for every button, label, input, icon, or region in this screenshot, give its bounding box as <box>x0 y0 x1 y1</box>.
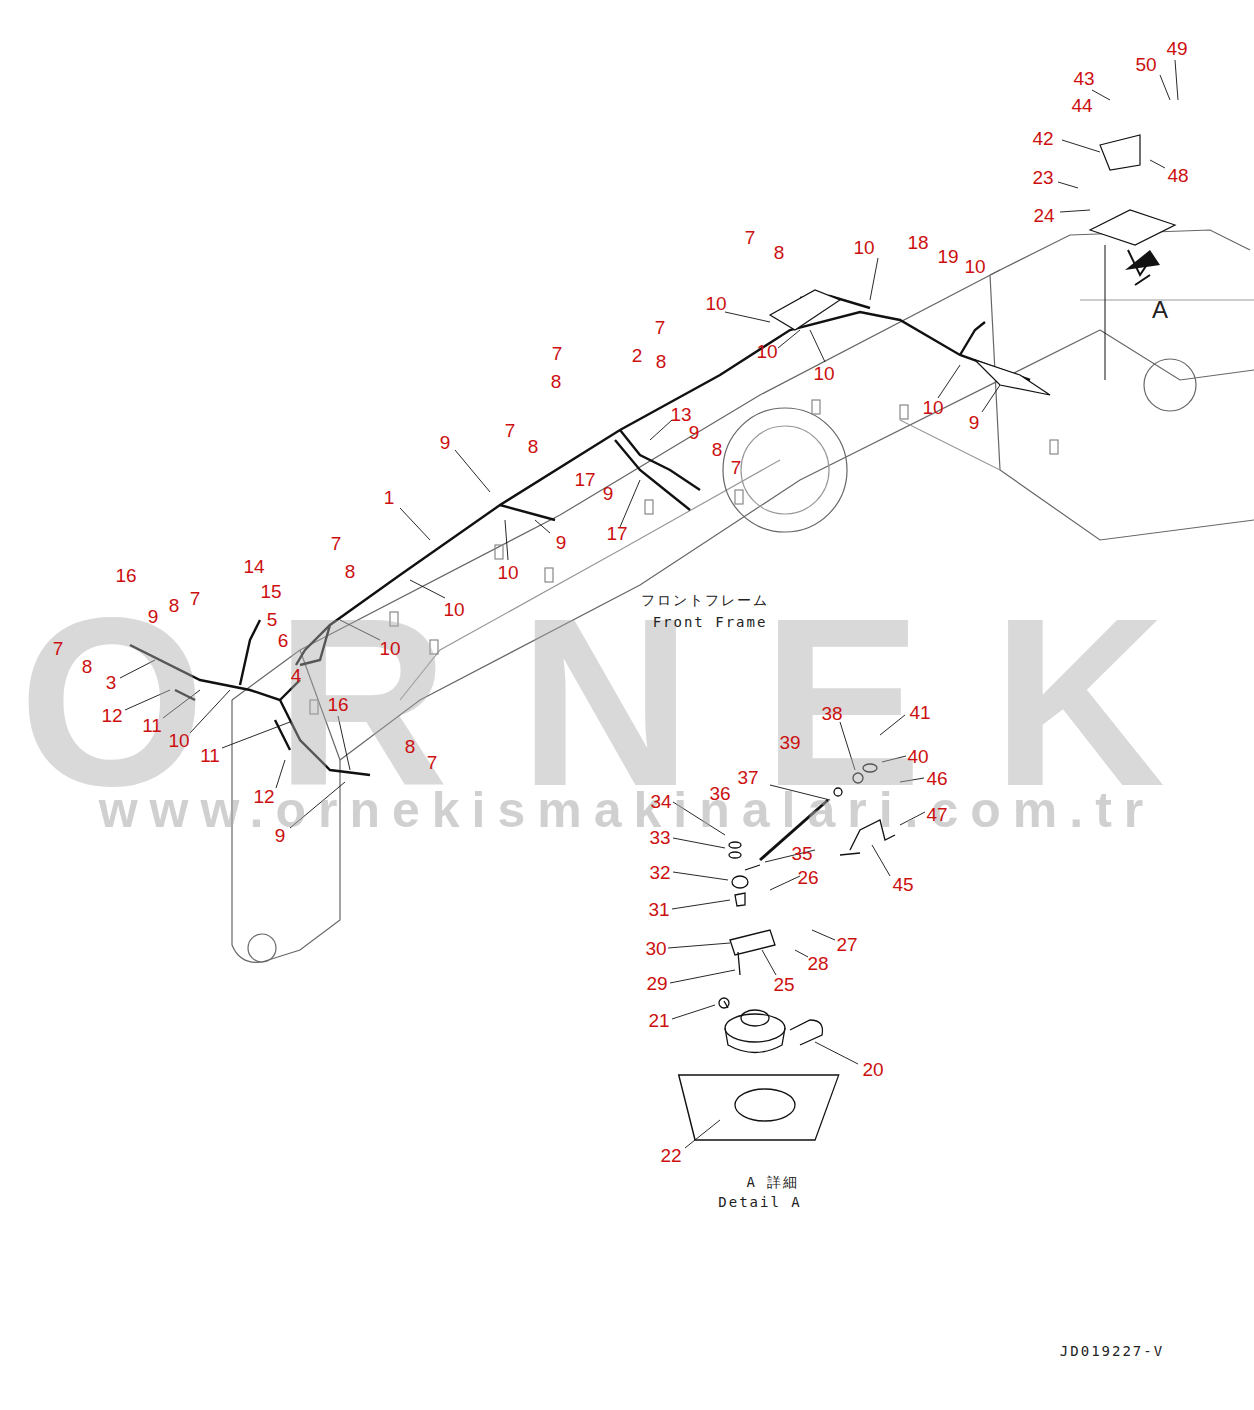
callout-number: 10 <box>922 398 943 417</box>
callout-number: 12 <box>101 706 122 725</box>
callout-number: 7 <box>552 344 563 363</box>
callout-number: 10 <box>756 342 777 361</box>
callout-number: 14 <box>243 557 264 576</box>
caption-text: Detail A <box>718 1195 801 1209</box>
callout-number: 26 <box>797 868 818 887</box>
callout-number: 20 <box>862 1060 883 1079</box>
callout-number: 45 <box>892 875 913 894</box>
callout-number: 8 <box>528 437 539 456</box>
callout-number: 25 <box>773 975 794 994</box>
callout-number: 22 <box>660 1146 681 1165</box>
caption-text: A 詳細 <box>747 1175 800 1189</box>
caption-text: JD019227-V <box>1060 1344 1164 1358</box>
callout-number: 9 <box>969 413 980 432</box>
callout-number: 17 <box>574 470 595 489</box>
callout-number: 7 <box>655 318 666 337</box>
callout-number: 16 <box>327 695 348 714</box>
callout-number: 9 <box>275 826 286 845</box>
callout-number: 13 <box>670 405 691 424</box>
callout-number: 7 <box>53 639 64 658</box>
callout-number: 7 <box>331 534 342 553</box>
callout-number: 10 <box>813 364 834 383</box>
callout-number: 8 <box>551 372 562 391</box>
caption-text: フロントフレーム <box>641 593 769 607</box>
callout-number: 43 <box>1073 69 1094 88</box>
callout-number: 2 <box>632 346 643 365</box>
callout-number: 9 <box>148 607 159 626</box>
callout-number: 3 <box>106 673 117 692</box>
callout-number: 48 <box>1167 166 1188 185</box>
callout-number: 9 <box>689 423 700 442</box>
callout-number: 30 <box>645 939 666 958</box>
callout-number: 6 <box>278 631 289 650</box>
callout-number: 19 <box>937 247 958 266</box>
callout-number: 31 <box>648 900 669 919</box>
callout-number: 10 <box>964 257 985 276</box>
callout-number: 49 <box>1166 39 1187 58</box>
callout-number: 32 <box>649 863 670 882</box>
callout-number: 50 <box>1135 55 1156 74</box>
callout-number: 5 <box>267 610 278 629</box>
callout-number: 34 <box>650 792 671 811</box>
callout-number: 7 <box>190 589 201 608</box>
callout-number: 7 <box>427 753 438 772</box>
callout-number: 17 <box>606 524 627 543</box>
callout-number: 9 <box>440 433 451 452</box>
callout-number: 8 <box>712 440 723 459</box>
callout-number: 10 <box>443 600 464 619</box>
callout-number: 15 <box>260 582 281 601</box>
callout-number: 10 <box>168 731 189 750</box>
callout-number: 8 <box>405 737 416 756</box>
callout-number: 9 <box>556 533 567 552</box>
callout-number: 7 <box>745 228 756 247</box>
view-letter: A <box>1152 298 1168 322</box>
callout-number: 8 <box>774 243 785 262</box>
callout-number: 40 <box>907 747 928 766</box>
callout-number: 36 <box>709 784 730 803</box>
callout-number: 11 <box>200 746 220 765</box>
callout-number: 37 <box>737 768 758 787</box>
callout-number: 33 <box>649 828 670 847</box>
callout-number: 10 <box>497 563 518 582</box>
callout-number: 41 <box>909 703 930 722</box>
callout-number: 8 <box>345 562 356 581</box>
callout-number: 28 <box>807 954 828 973</box>
callout-number: 7 <box>505 421 516 440</box>
callout-number: 8 <box>82 657 93 676</box>
callout-number: 16 <box>115 566 136 585</box>
callout-number: 35 <box>791 844 812 863</box>
callout-number: 23 <box>1032 168 1053 187</box>
callout-number: 29 <box>646 974 667 993</box>
callout-number: 38 <box>821 704 842 723</box>
callout-number: 8 <box>169 596 180 615</box>
callout-number: 7 <box>731 458 742 477</box>
callout-number: 27 <box>836 935 857 954</box>
callout-number: 9 <box>603 484 614 503</box>
callout-number: 44 <box>1071 96 1092 115</box>
callout-number: 10 <box>705 294 726 313</box>
callout-number: 8 <box>656 352 667 371</box>
caption-text: Front Frame <box>653 615 768 629</box>
callout-number: 21 <box>648 1011 669 1030</box>
callout-number: 10 <box>853 238 874 257</box>
callout-number: 4 <box>291 666 302 685</box>
callout-number: 1 <box>384 488 395 507</box>
callout-number: 10 <box>379 639 400 658</box>
callout-number: 12 <box>253 787 274 806</box>
callout-number: 47 <box>926 805 947 824</box>
callout-number: 18 <box>907 233 928 252</box>
callout-number: 11 <box>142 716 162 735</box>
callout-number: 42 <box>1032 129 1053 148</box>
callout-number: 24 <box>1033 206 1054 225</box>
callout-number: 39 <box>779 733 800 752</box>
callout-number: 46 <box>926 769 947 788</box>
